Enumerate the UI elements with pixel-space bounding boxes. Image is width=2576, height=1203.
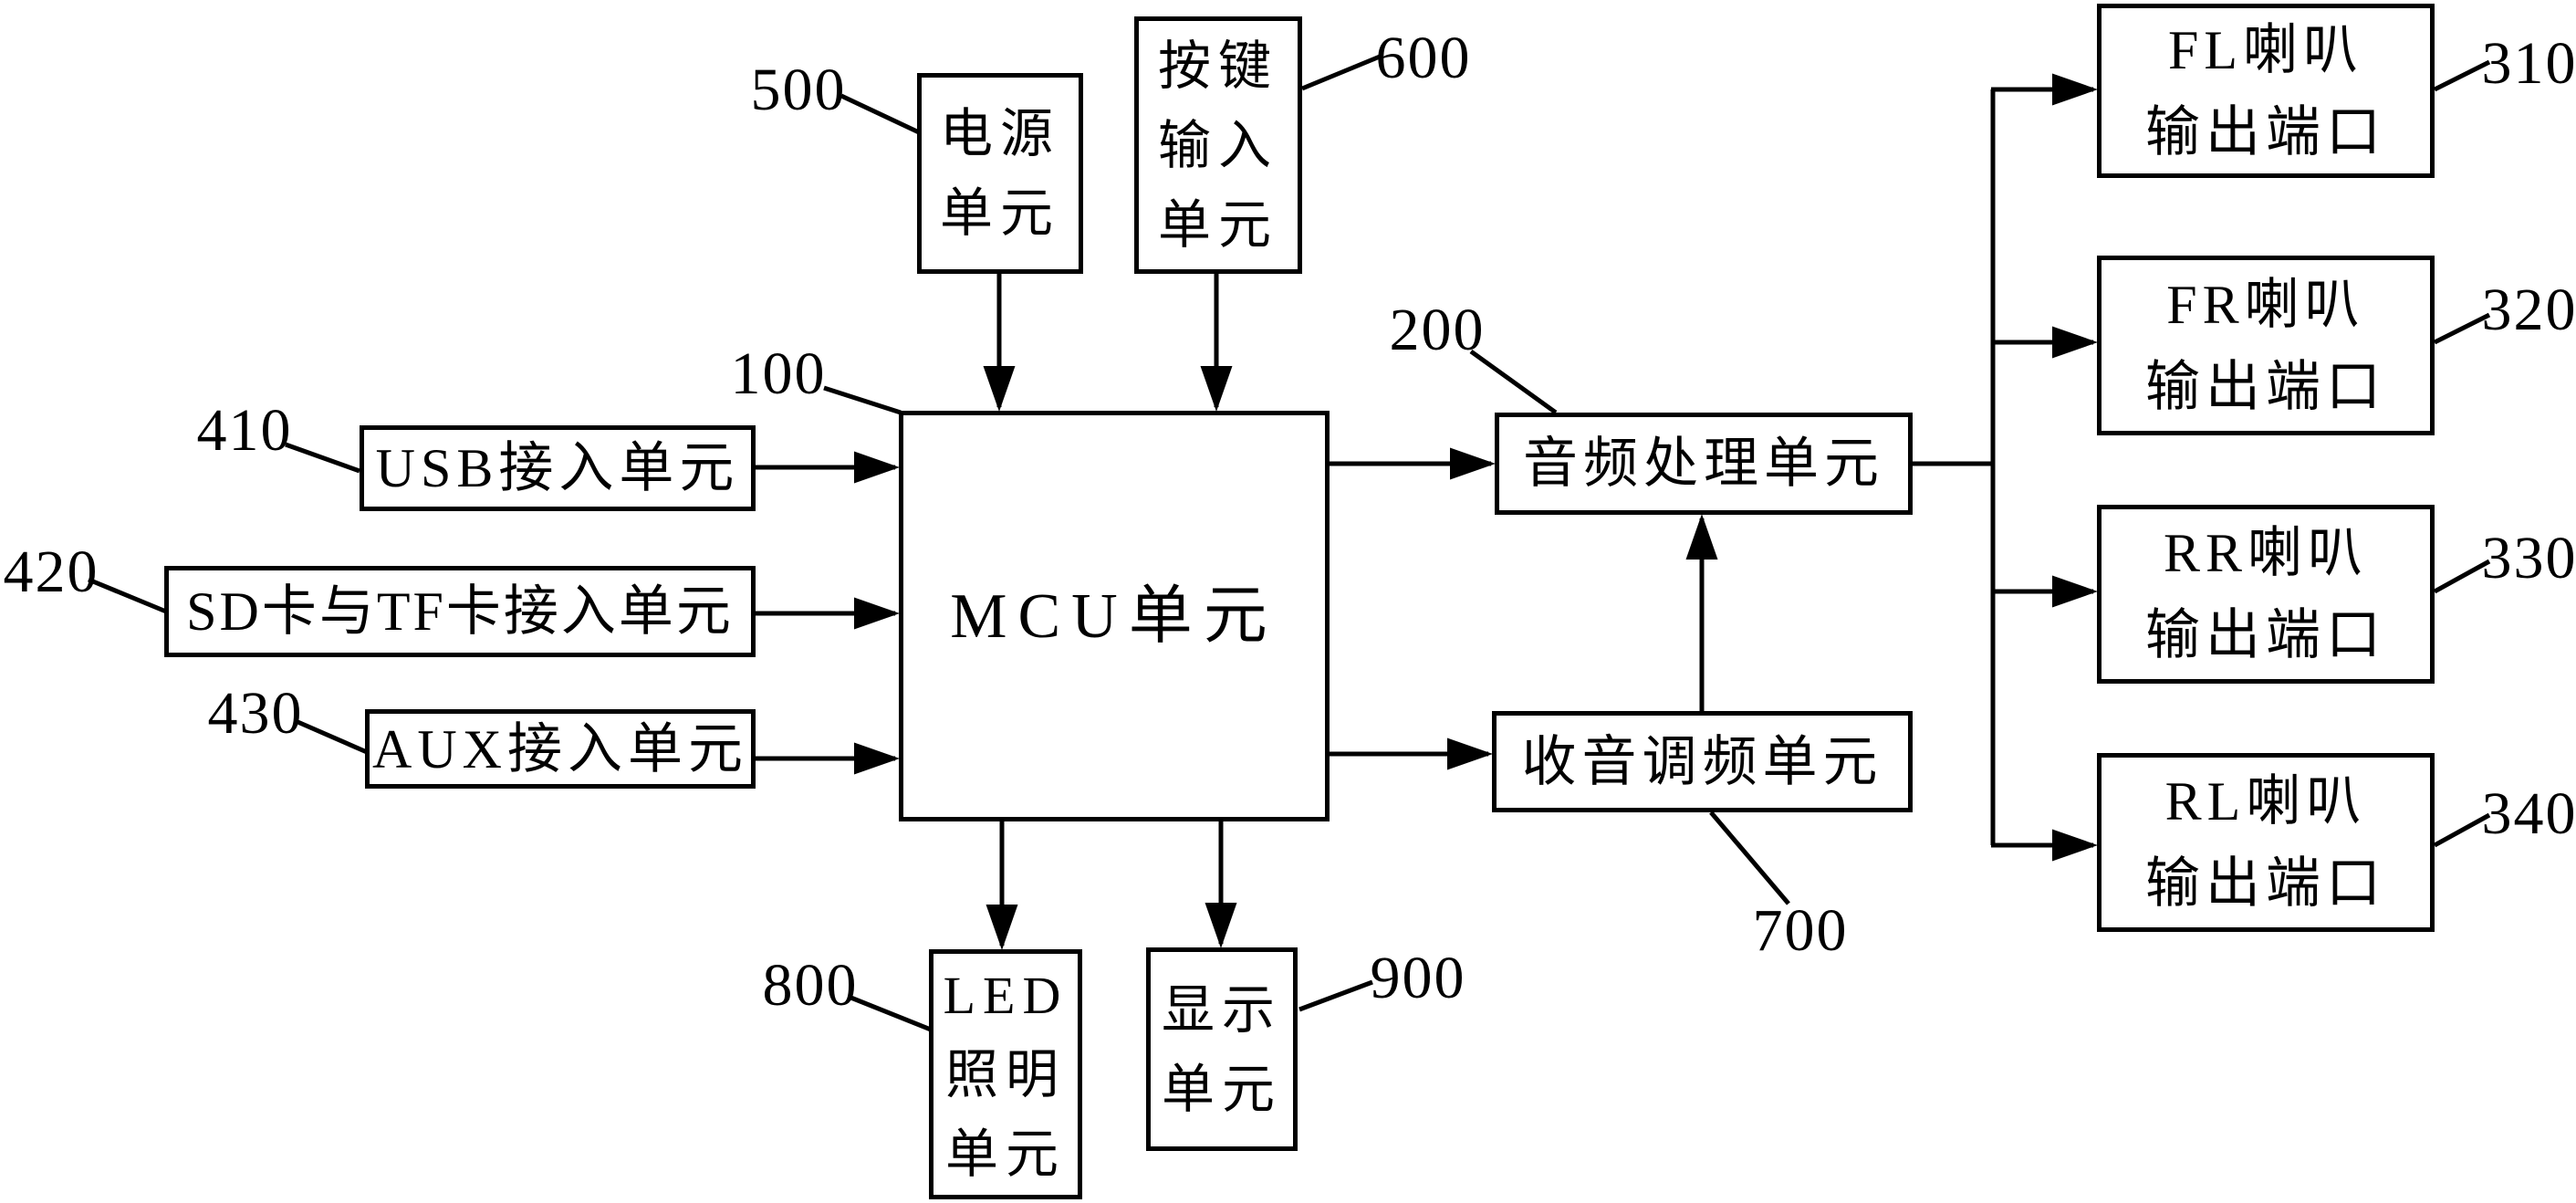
leader-420 (88, 577, 167, 614)
node-usb-access-unit: USB接入单元 (360, 425, 756, 511)
node-label: 显示 (1161, 979, 1282, 1040)
leader-200 (1469, 349, 1558, 415)
node-aux-access-unit: AUX接入单元 (365, 709, 756, 789)
node-mcu-unit: MCU单元 (899, 411, 1330, 821)
node-label: 电源 (939, 104, 1060, 163)
leader-410 (285, 442, 360, 474)
leader-500 (840, 93, 921, 135)
node-fl-speaker-output-port: FL喇叭 输出端口 (2097, 4, 2435, 178)
node-led-lighting-unit: LED 照明 单元 (929, 949, 1082, 1199)
ref-label-sd: 420 (3, 539, 99, 605)
node-label: 输出端口 (2145, 101, 2386, 162)
node-display-unit: 显示 单元 (1146, 947, 1298, 1151)
node-power-unit: 电源 单元 (917, 73, 1083, 274)
ref-label-fl: 310 (2481, 30, 2576, 97)
leader-320 (2433, 312, 2491, 345)
ref-label-usb: 410 (196, 397, 293, 464)
node-audio-processing-unit: 音频处理单元 (1495, 413, 1913, 515)
ref-label-radio: 700 (1752, 897, 1849, 964)
ref-label-mcu: 100 (730, 340, 827, 407)
node-radio-fm-unit: 收音调频单元 (1492, 711, 1913, 812)
leader-600 (1301, 54, 1381, 91)
node-label: 单元 (1157, 194, 1278, 255)
leader-700 (1709, 811, 1790, 905)
ref-label-rl: 340 (2481, 780, 2576, 847)
node-label: 输出端口 (2145, 853, 2386, 914)
node-label: 输出端口 (2145, 356, 2386, 417)
node-fr-speaker-output-port: FR喇叭 输出端口 (2097, 256, 2435, 435)
node-sd-tf-card-access-unit: SD卡与TF卡接入单元 (164, 566, 756, 657)
node-label: FR喇叭 (2166, 274, 2365, 335)
node-label: AUX接入单元 (372, 718, 748, 779)
node-label: MCU单元 (950, 581, 1278, 652)
ref-label-display: 900 (1370, 945, 1466, 1011)
node-label: 按键 (1157, 36, 1278, 96)
node-label: 输入 (1157, 115, 1278, 175)
leader-800 (848, 994, 932, 1032)
node-label: 输出端口 (2145, 605, 2386, 665)
ref-label-power: 500 (750, 57, 847, 123)
node-label: FL喇叭 (2167, 19, 2364, 80)
node-label: 音频处理单元 (1523, 434, 1884, 494)
node-rr-speaker-output-port: RR喇叭 输出端口 (2097, 505, 2435, 684)
node-key-input-unit: 按键 输入 单元 (1134, 16, 1302, 274)
leader-330 (2433, 559, 2491, 594)
node-label: RR喇叭 (2163, 523, 2369, 583)
node-label: SD卡与TF卡接入单元 (186, 581, 734, 642)
leader-900 (1298, 979, 1373, 1012)
ref-label-led: 800 (762, 952, 859, 1019)
ref-label-keyinput: 600 (1375, 25, 1472, 91)
leader-310 (2433, 59, 2491, 92)
node-label: 单元 (939, 183, 1060, 243)
ref-label-audio: 200 (1389, 297, 1486, 363)
node-label: 单元 (944, 1124, 1066, 1184)
ref-label-aux: 430 (207, 680, 304, 747)
node-label: 照明 (944, 1044, 1066, 1104)
node-label: 收音调频单元 (1521, 731, 1883, 792)
leader-100 (823, 385, 902, 415)
leader-430 (295, 718, 368, 755)
node-label: LED (943, 965, 1069, 1025)
ref-label-fr: 320 (2481, 277, 2576, 343)
node-label: 单元 (1161, 1059, 1282, 1119)
ref-label-rr: 330 (2481, 525, 2576, 591)
leader-340 (2433, 812, 2491, 848)
node-label: USB接入单元 (375, 438, 740, 498)
node-label: RL喇叭 (2164, 771, 2367, 832)
node-rl-speaker-output-port: RL喇叭 输出端口 (2097, 753, 2435, 932)
